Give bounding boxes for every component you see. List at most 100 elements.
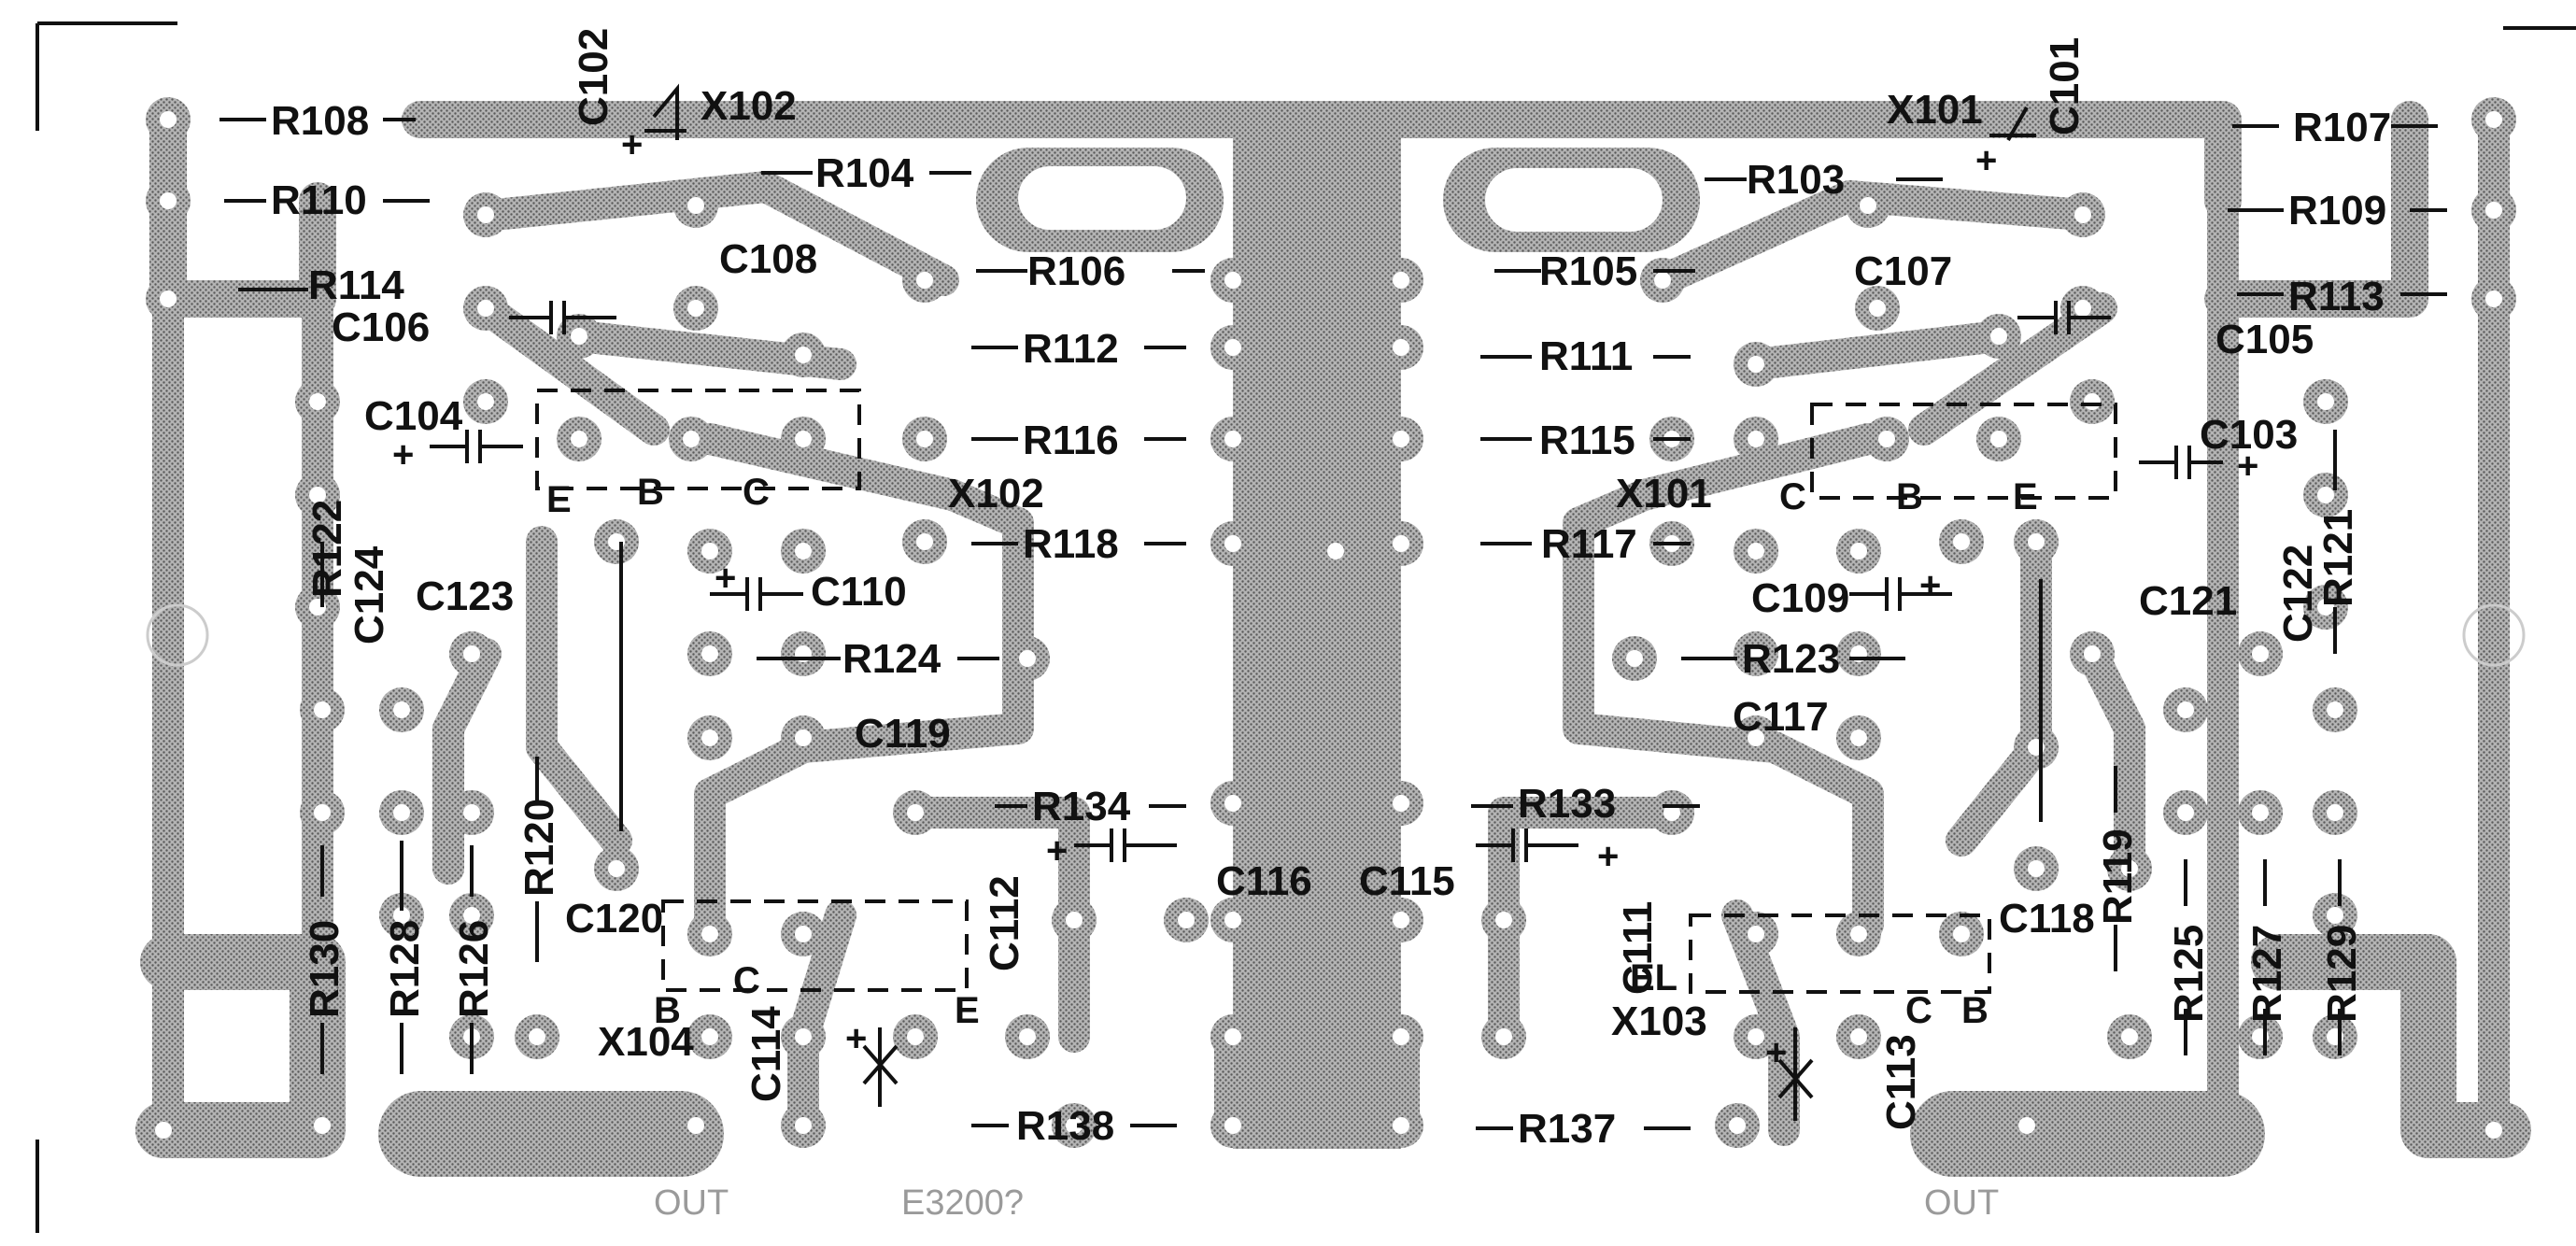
pad-hole bbox=[1953, 533, 1970, 550]
pad-hole bbox=[1663, 804, 1680, 821]
pad-hole bbox=[2485, 1122, 2502, 1139]
pad-hole bbox=[795, 1028, 812, 1045]
faint-mark-out-right: OUT bbox=[1924, 1183, 1999, 1223]
label-c124: C124 bbox=[347, 545, 392, 644]
pin-b-x104: B bbox=[654, 990, 681, 1031]
label-c105: C105 bbox=[2215, 317, 2314, 362]
pad-hole bbox=[1393, 795, 1409, 812]
pad-hole bbox=[1850, 543, 1867, 559]
pad-hole bbox=[1850, 729, 1867, 746]
pad-hole bbox=[1224, 1117, 1241, 1134]
label-r109: R109 bbox=[2288, 188, 2386, 234]
label-r108: R108 bbox=[271, 98, 369, 144]
pad-hole bbox=[2317, 599, 2334, 616]
pin-c-x103: C bbox=[1905, 990, 1932, 1031]
pad-hole bbox=[701, 543, 718, 559]
component-labels: R108 R110 R114 C106 C104 R122 C124 C123 … bbox=[271, 28, 2391, 1223]
pad-hole bbox=[1224, 431, 1241, 447]
pad-hole bbox=[1224, 1028, 1241, 1045]
pad-hole bbox=[687, 1117, 704, 1134]
label-r123: R123 bbox=[1742, 636, 1840, 682]
pad-hole bbox=[463, 645, 480, 662]
pad-hole bbox=[1729, 1117, 1746, 1134]
label-c122: C122 bbox=[2275, 545, 2321, 643]
cap-c114-symbol bbox=[862, 1027, 899, 1107]
pad-hole bbox=[795, 926, 812, 942]
pad-hole bbox=[1066, 1117, 1083, 1134]
pad-hole bbox=[1748, 356, 1764, 373]
polarity-mark: + bbox=[1597, 836, 1619, 877]
label-c117: C117 bbox=[1733, 694, 1829, 740]
transistor-x103-outline bbox=[1689, 913, 1991, 994]
pad-hole bbox=[687, 197, 704, 214]
pad-hole bbox=[795, 347, 812, 363]
label-r129: R129 bbox=[2319, 925, 2365, 1023]
pin-el-x103: EL bbox=[1630, 957, 1677, 998]
pad-hole bbox=[309, 487, 326, 503]
pad-hole bbox=[2028, 860, 2045, 877]
pad-hole bbox=[1178, 912, 1195, 928]
pad-hole bbox=[1878, 431, 1895, 447]
faint-mark-part-number: E3200? bbox=[901, 1183, 1024, 1223]
pad-hole bbox=[463, 907, 480, 924]
pin-e-x102: E bbox=[546, 479, 572, 520]
cap-c103-symbol bbox=[2139, 446, 2223, 479]
pad-hole bbox=[2252, 645, 2269, 662]
cap-c110-symbol bbox=[710, 577, 803, 611]
pad-hole bbox=[160, 192, 177, 209]
pad-hole bbox=[1850, 926, 1867, 942]
pad-hole bbox=[314, 701, 331, 718]
label-r130: R130 bbox=[302, 920, 347, 1018]
pad-hole bbox=[477, 393, 494, 410]
polarity-mark: + bbox=[715, 558, 736, 599]
label-r115: R115 bbox=[1539, 418, 1635, 463]
label-r122: R122 bbox=[304, 500, 350, 598]
label-c111: C111 bbox=[1615, 901, 1661, 995]
pad-hole bbox=[1327, 543, 1344, 559]
pad-hole bbox=[2074, 300, 2091, 317]
pad-hole bbox=[314, 804, 331, 821]
faint-mark-out-left: OUT bbox=[654, 1183, 729, 1223]
pad-hole bbox=[2327, 907, 2343, 924]
label-r138: R138 bbox=[1016, 1103, 1114, 1149]
label-r126: R126 bbox=[451, 920, 497, 1018]
label-c115: C115 bbox=[1359, 858, 1455, 904]
pad-hole bbox=[1393, 339, 1409, 356]
label-c107: C107 bbox=[1854, 248, 1952, 294]
pad-hole bbox=[477, 300, 494, 317]
pad-hole bbox=[463, 804, 480, 821]
label-r107: R107 bbox=[2293, 105, 2391, 150]
pad-hole bbox=[314, 1117, 331, 1134]
pad-hole bbox=[1748, 729, 1764, 746]
pad-hole bbox=[2317, 487, 2334, 503]
pad-hole bbox=[160, 111, 177, 128]
label-c119: C119 bbox=[855, 711, 951, 757]
pad-hole bbox=[1224, 272, 1241, 289]
pad-hole bbox=[2485, 202, 2502, 219]
label-r110: R110 bbox=[271, 177, 367, 223]
label-c116: C116 bbox=[1216, 858, 1312, 904]
pad-hole bbox=[1748, 926, 1764, 942]
pin-c-x102: C bbox=[743, 472, 770, 513]
pin-b-x101: B bbox=[1896, 476, 1923, 517]
cap-c102-symbol bbox=[644, 83, 686, 140]
pad-hole bbox=[1393, 272, 1409, 289]
pad-hole bbox=[2485, 290, 2502, 307]
pad-hole bbox=[477, 206, 494, 223]
pad-hole bbox=[2317, 393, 2334, 410]
label-r116: R116 bbox=[1023, 418, 1119, 463]
label-x102-top: X102 bbox=[701, 83, 797, 129]
pad-hole bbox=[1748, 431, 1764, 447]
label-x102-mid: X102 bbox=[948, 471, 1044, 517]
label-c123: C123 bbox=[416, 573, 514, 619]
pad-hole bbox=[795, 431, 812, 447]
pad-hole bbox=[1393, 1028, 1409, 1045]
pad-hole bbox=[1654, 272, 1671, 289]
pad-hole bbox=[795, 729, 812, 746]
pad-hole bbox=[1860, 197, 1876, 214]
pad-hole bbox=[2074, 206, 2091, 223]
pad-hole bbox=[571, 328, 587, 345]
pad-hole bbox=[1495, 912, 1512, 928]
label-r120: R120 bbox=[517, 799, 562, 897]
